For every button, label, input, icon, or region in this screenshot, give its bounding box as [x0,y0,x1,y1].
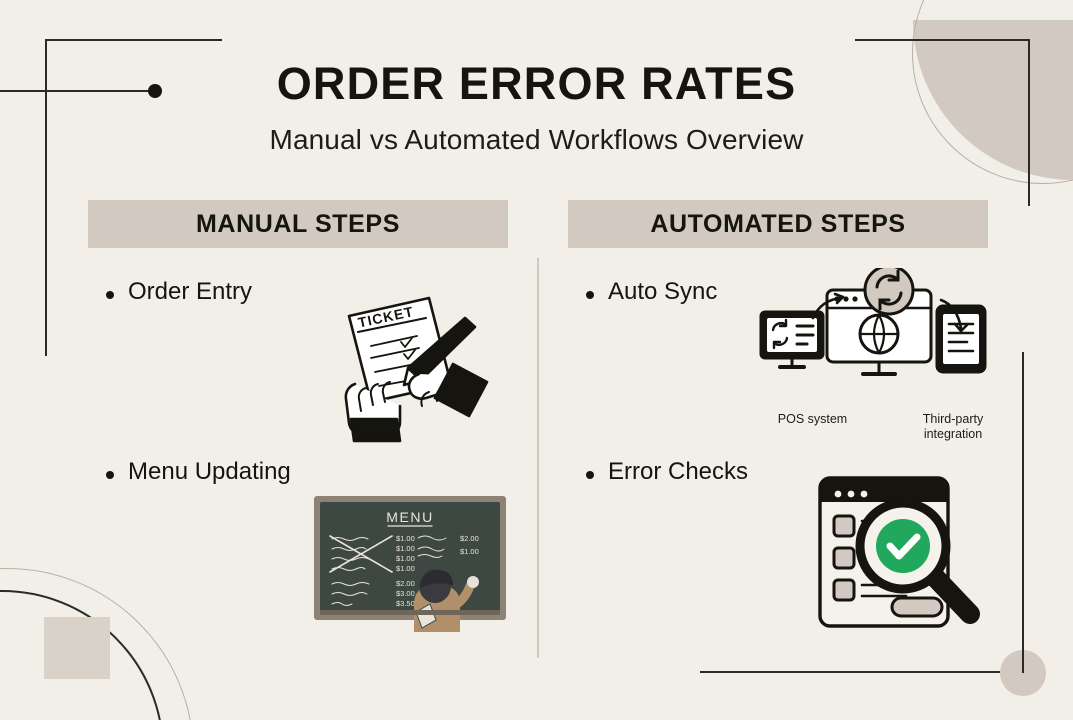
column-manual: MANUAL STEPS Order Entry Menu Updating [88,200,508,485]
menu-price: $2.00 [396,579,415,588]
decor-bottom-left-light-arc [0,568,194,720]
svg-text:MENU: MENU [386,509,434,525]
list-item-label: Menu Updating [128,458,291,485]
menu-price: $3.50 [396,599,415,608]
decor-top-right-horizontal-line [855,39,1030,41]
bullet-dot-icon [586,471,594,479]
decor-bottom-left-square [44,617,110,679]
magnifier-checkmark-illustration [808,468,998,643]
menu-price: $1.00 [396,564,415,573]
menu-price: $1.00 [396,554,415,563]
section-header-automated-label: AUTOMATED STEPS [650,209,906,238]
list-item-menu-updating: Menu Updating [88,458,291,486]
list-item-label: Order Entry [128,278,253,305]
sync-caption-pos-system: POS system [777,412,848,426]
list-item-order-entry: Order Entry [88,278,252,306]
section-header-manual: MANUAL STEPS [88,200,508,248]
chalkboard-menu-illustration: MENU $1.00 $1.00 [310,492,510,637]
menu-price: $1.00 [396,534,415,543]
menu-price: $1.00 [396,544,415,553]
bullet-dot-icon [106,291,114,299]
decor-bottom-right-horizontal-line [700,671,1000,673]
bullet-dot-icon [586,291,594,299]
decor-top-left-horizontal-line [45,39,222,41]
success-check-circle [876,519,930,573]
section-header-manual-label: MANUAL STEPS [196,209,400,238]
check-icon [886,533,921,560]
page-title: ORDER ERROR RATES [276,58,797,109]
hand-writing-ticket-illustration: TICKET [325,288,515,453]
list-item-error-checks: Error Checks [568,458,748,486]
list-item-label: Auto Sync [608,278,718,305]
section-header-automated: AUTOMATED STEPS [568,200,988,248]
decor-bottom-right-vertical-line [1022,352,1024,673]
bullet-dot-icon [106,471,114,479]
column-automated: AUTOMATED STEPS Auto Sync Error Checks [568,200,988,485]
sync-caption-third-party: Third-party integration [922,412,984,441]
menu-price: $2.00 [460,534,479,543]
devices-sync-illustration [755,264,1000,408]
list-item-auto-sync: Auto Sync [568,278,717,306]
list-item-label: Error Checks [608,458,749,485]
column-divider [537,258,539,658]
decor-bottom-right-circle [1000,650,1046,696]
menu-price: $3.00 [396,589,415,598]
menu-price: $1.00 [460,547,479,556]
decor-bottom-left-dark-arc [0,590,164,720]
page-subtitle: Manual vs Automated Workflows Overview [269,124,804,155]
